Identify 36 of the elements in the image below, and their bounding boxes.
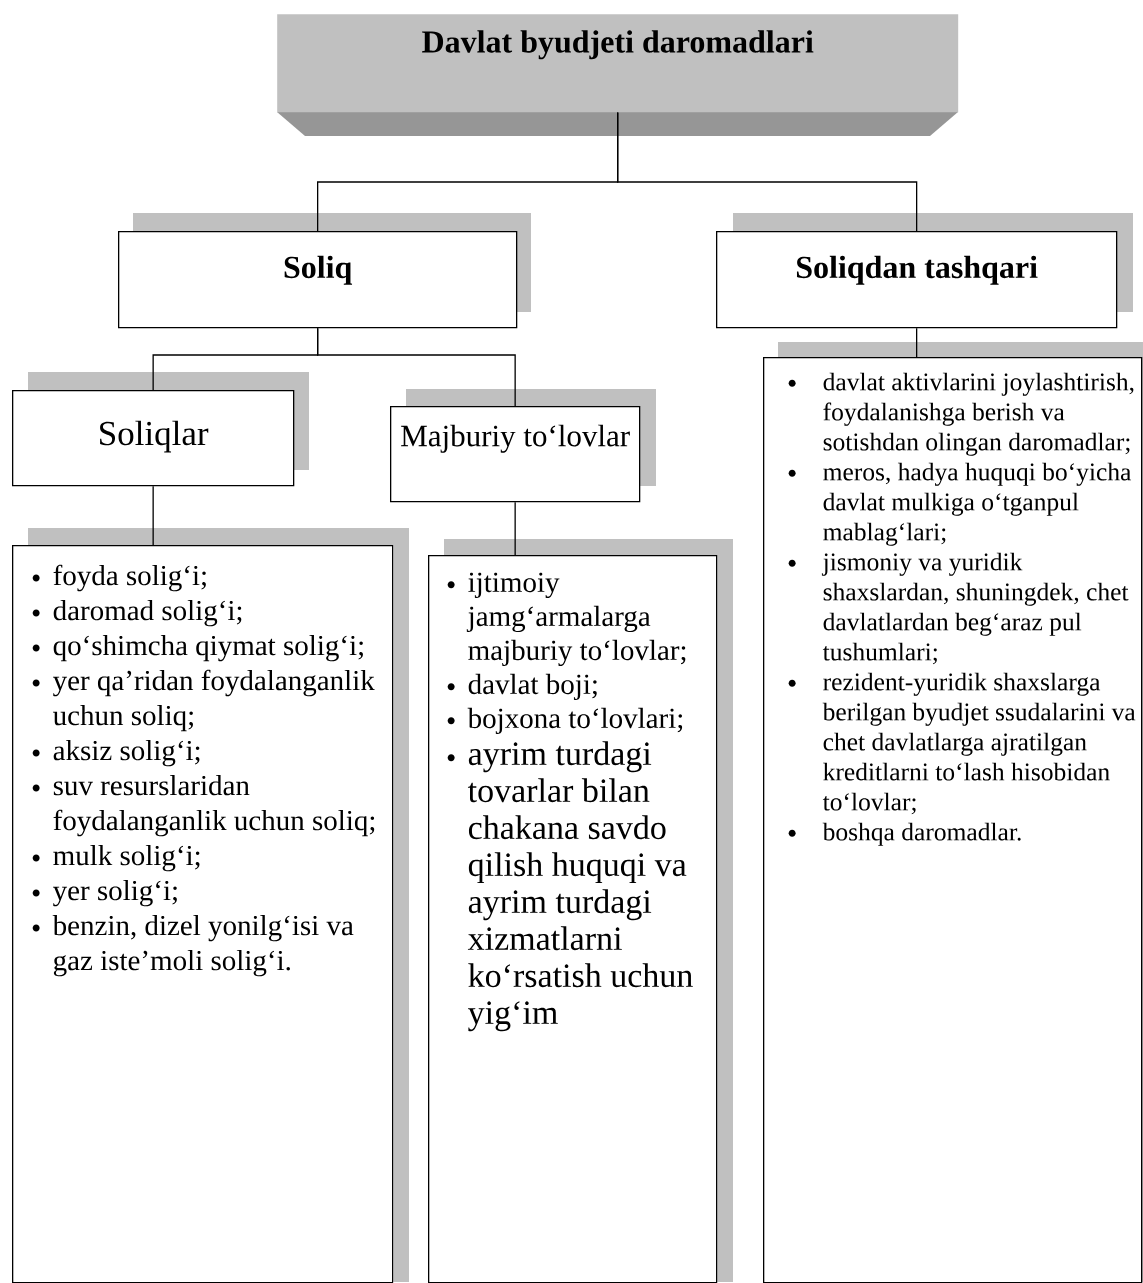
list-item: suv resurslaridan foydalanganlik uchun soliq; — [32, 774, 375, 837]
list-item: jismoniy va yuridik shaxslardan, shuningdek, chet davlatlardan beg‘araz pul tushumlari; — [788, 552, 1129, 665]
list-item: benzin, dizel yonilg‘isi va gaz iste’moli solig‘i. — [32, 914, 354, 977]
list-item: rezident-yuridik shaxslarga berilgan byudjet ssudalarini va chet davlatlarga ajratilgan kreditlarni to‘lash hisobidan to‘lovlar; — [788, 672, 1136, 815]
heading: Soliqlar — [100, 420, 209, 453]
heading: Soliqdan tashqari — [796, 255, 1038, 285]
connector-line — [916, 327, 918, 358]
list-item: daromad solig‘i; — [32, 599, 242, 627]
list-item: aksiz solig‘i; — [32, 739, 200, 767]
heading: Majburiy to‘lovlar — [401, 424, 630, 453]
connector-line — [317, 327, 516, 407]
list-item: yer solig‘i; — [32, 879, 177, 907]
list-item: mulk solig‘i; — [32, 844, 200, 872]
category-box — [118, 213, 531, 329]
list-item: bojxona to‘lovlari; — [447, 707, 683, 735]
heading: Soliq — [284, 255, 353, 285]
list-item: qo‘shimcha qiymat solig‘i; — [32, 634, 363, 662]
connector-line — [617, 111, 918, 232]
heading: Davlat byudjeti daromadlari — [422, 30, 814, 60]
list-item: davlat boji; — [447, 673, 597, 701]
list-item: ijtimoiy jamg‘armalarga majburiy to‘lovlar; — [447, 572, 686, 667]
connector-line — [514, 501, 516, 556]
category-box — [716, 213, 1133, 329]
list-box — [428, 539, 733, 1283]
list-item: davlat aktivlarini joylashtirish, foydalanishga berish va sotishdan olingan daromadlar; — [788, 372, 1134, 456]
category-box — [390, 389, 656, 503]
connector-line — [152, 485, 154, 546]
list-box — [12, 528, 409, 1283]
category-box — [12, 372, 309, 487]
list-item: ayrim turdagi tovarlar bilan chakana savdo qilish huquqi va ayrim turdagi xizmatlarni ko‘rsatish uchun yig‘im — [447, 741, 693, 1032]
list-box — [763, 342, 1143, 1283]
list-item: yer qa’ridan foydalanganlik uchun soliq; — [32, 669, 375, 732]
banner-box — [277, 14, 959, 136]
list-item: boshqa daromadlar. — [788, 822, 1021, 846]
list-item: foyda solig‘i; — [32, 564, 206, 592]
list-item: meros, hadya huquqi bo‘yicha davlat mulkiga o‘tganpul mablag‘lari; — [788, 462, 1132, 546]
